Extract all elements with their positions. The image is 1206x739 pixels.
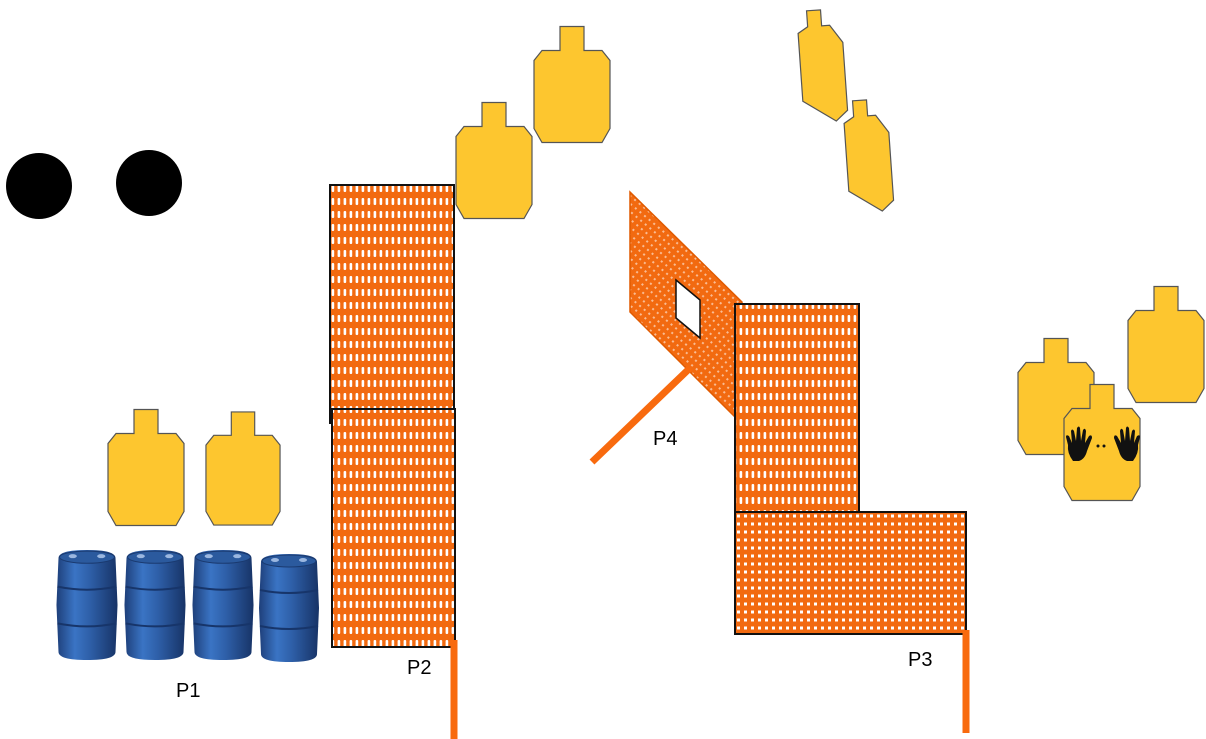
wall-p3-vertical (734, 303, 860, 543)
target-right-top (1127, 285, 1205, 404)
target-p1-right (205, 411, 281, 526)
target-p2-far (533, 25, 611, 144)
label-p2: P2 (407, 657, 431, 679)
target-p2-near (455, 101, 533, 220)
barrel-4 (258, 553, 320, 663)
no-shoot-hands-icon (1066, 426, 1140, 461)
barrel-2 (123, 549, 187, 661)
label-p4: P4 (653, 428, 677, 450)
barrel-1 (55, 549, 119, 661)
wall-p2-upper (329, 184, 455, 424)
target-p1-left (107, 408, 185, 527)
steel-plate-2 (116, 150, 182, 216)
target-tilted-upper (797, 9, 849, 122)
label-p1: P1 (176, 680, 200, 702)
barrel-3 (191, 549, 255, 661)
wall-p3-horizontal (734, 511, 967, 635)
target-tilted-lower (843, 99, 895, 212)
port-window (675, 278, 701, 340)
wall-p2-lower (331, 408, 456, 648)
fault-line-p4 (589, 365, 693, 465)
steel-plate-1 (6, 153, 72, 219)
label-p3: P3 (908, 649, 932, 671)
